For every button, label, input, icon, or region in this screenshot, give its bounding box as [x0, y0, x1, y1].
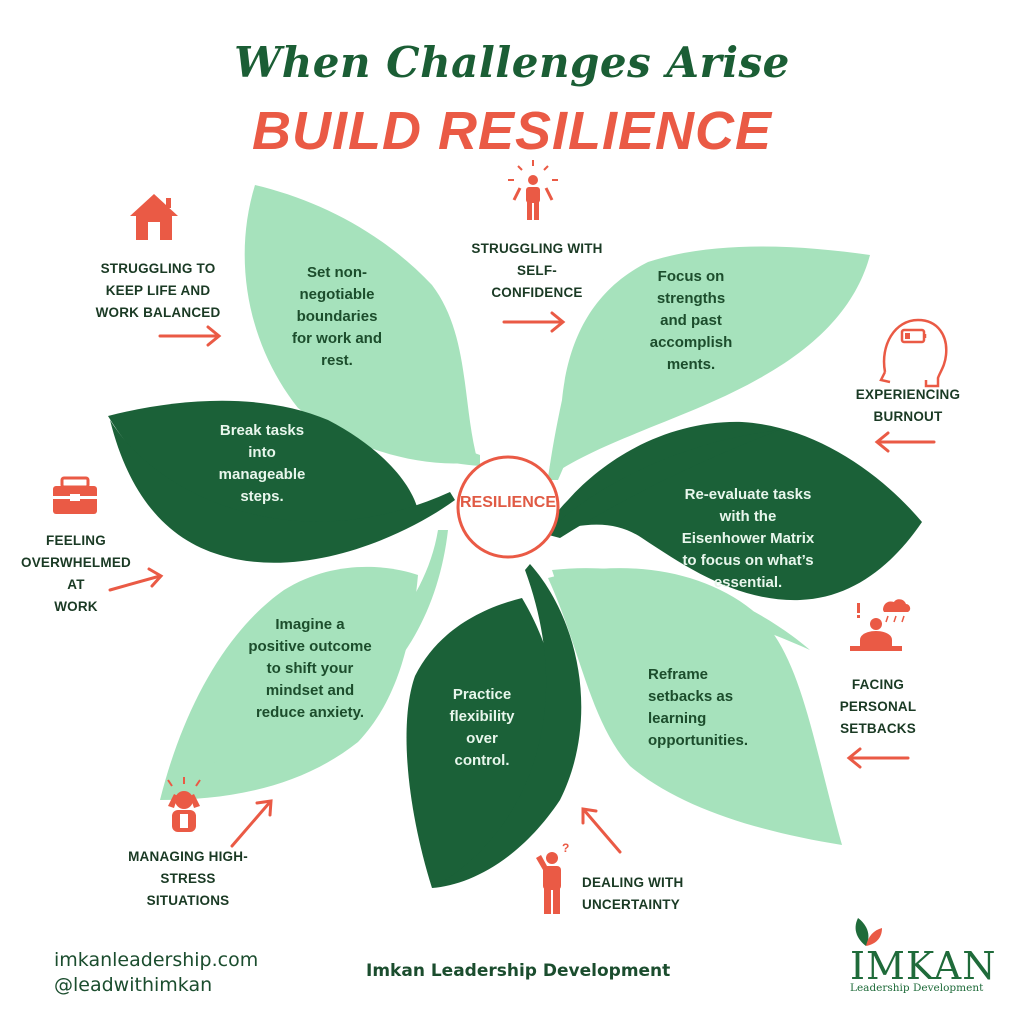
leaf-text-flexibility: Practice flexibility over control. — [449, 686, 515, 769]
leaf-text-strengths: Focus on strengths and past accomplish m… — [649, 268, 733, 373]
website-link[interactable]: imkanleadership.com — [54, 949, 259, 971]
arrow-overwhelmed — [108, 567, 164, 592]
leaf-reframe — [548, 568, 842, 845]
arrow-uncertainty — [581, 807, 622, 854]
leaf-text-break-tasks: Break tasks into manageable steps. — [218, 422, 306, 505]
leaf-text-positive: Imagine a positive outcome to shift your… — [248, 616, 372, 721]
brand-logo-subtitle: Leadership Development — [850, 982, 984, 994]
person-radiating-icon — [508, 160, 558, 220]
stem-left — [110, 420, 455, 563]
leaf-text-eisenhower: Re-evaluate tasks with the Eisenhower Ma… — [681, 486, 815, 591]
arrow-stress — [230, 799, 273, 848]
leaf-boundaries — [244, 185, 478, 464]
leaf-text-reframe: Reframe setbacks as learning opportuniti… — [648, 666, 748, 749]
leaf-break-tasks — [108, 400, 418, 540]
leaf-strengths — [548, 246, 870, 478]
stem-bottom — [432, 564, 582, 888]
challenge-setbacks: FACING PERSONAL SETBACKS — [839, 677, 917, 736]
stressed-desk-cloud-icon — [850, 599, 911, 651]
leaf-text-boundaries: Set non- negotiable boundaries for work … — [291, 264, 382, 369]
house-icon — [130, 194, 178, 240]
leaf-eisenhower — [545, 421, 922, 601]
stem-top-right — [548, 255, 720, 480]
head-low-battery-icon — [879, 318, 948, 388]
social-handle[interactable]: @leadwithimkan — [54, 974, 213, 996]
arrow-confidence — [502, 311, 566, 333]
challenge-uncertainty: DEALING WITH UNCERTAINTY — [582, 875, 684, 912]
challenge-confidence: STRUGGLING WITH SELF- CONFIDENCE — [471, 241, 603, 300]
footer-org-name: Imkan Leadership Development — [366, 961, 671, 981]
challenge-stress: MANAGING HIGH- STRESS SITUATIONS — [128, 849, 248, 908]
stem-lower-left — [200, 530, 448, 770]
arrow-setbacks — [846, 747, 910, 769]
center-circle — [456, 455, 560, 559]
arrow-balance — [158, 325, 222, 347]
stressed-person-icon — [167, 777, 201, 832]
stem-right — [545, 430, 780, 538]
challenge-burnout: EXPERIENCING BURNOUT — [855, 387, 961, 424]
svg-text:?: ? — [562, 841, 569, 855]
person-question-icon: ? — [536, 841, 569, 914]
brand-logo-text: IMKAN — [850, 944, 997, 988]
center-label: RESILIENCE — [459, 494, 556, 511]
title-build-resilience: BUILD RESILIENCE — [251, 101, 773, 161]
toolbox-icon — [53, 476, 97, 514]
challenge-overwhelmed: FEELING OVERWHELMED AT WORK — [21, 533, 131, 614]
arrow-burnout — [874, 431, 936, 453]
footer-contact: imkanleadership.com @leadwithimkan — [54, 948, 258, 998]
brand-leaf-icon — [855, 918, 882, 946]
stem-lower-right — [552, 568, 810, 650]
title-when-challenges-arise: When Challenges Arise — [234, 38, 790, 87]
stem-top-left — [260, 210, 480, 466]
challenge-balance: STRUGGLING TO KEEP LIFE AND WORK BALANCE… — [95, 261, 221, 320]
leaf-positive — [160, 566, 418, 800]
